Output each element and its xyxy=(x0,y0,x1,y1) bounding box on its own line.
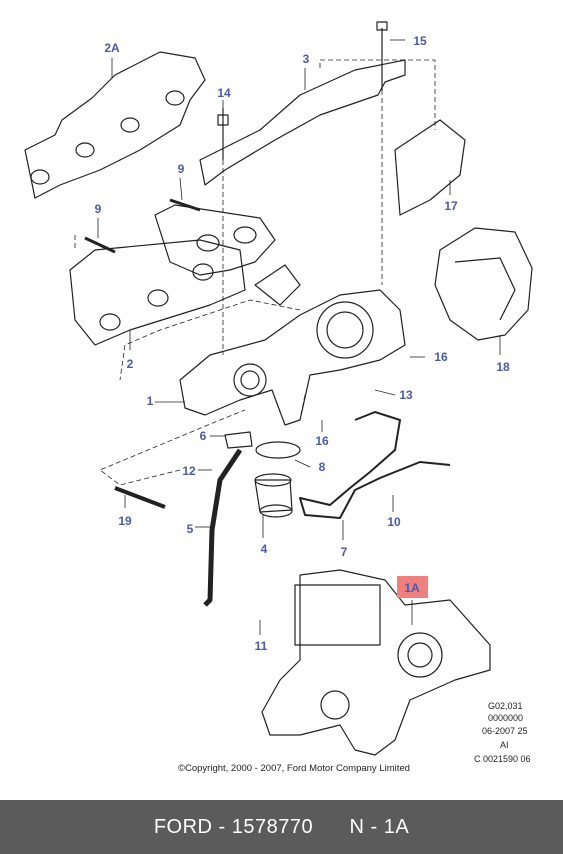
callout-10: 10 xyxy=(387,515,401,529)
heat-shield-17 xyxy=(394,119,466,216)
callout-13: 13 xyxy=(399,388,413,402)
drawing-info-line: C 0021590 06 xyxy=(474,754,531,764)
footer-position: N - 1A xyxy=(349,815,410,838)
callout-14: 14 xyxy=(217,86,231,100)
turbocharger-exploded-diagram: 2A 3 15 14 9 9 17 2 18 16 1 13 6 16 12 8 19 5 4 7 10 11 1A xyxy=(24,21,533,756)
drawing-info-line: G02,031 xyxy=(488,701,523,711)
callout-2a: 2A xyxy=(104,41,120,55)
callout-15: 15 xyxy=(413,34,427,48)
callout-1a: 1A xyxy=(404,581,420,595)
callout-4: 4 xyxy=(261,542,268,556)
turbocharger-1 xyxy=(179,289,406,426)
footer-part-number: 1578770 xyxy=(231,815,314,838)
callout-1a-highlight xyxy=(397,576,428,598)
gasket-6 xyxy=(224,431,253,449)
callout-11: 11 xyxy=(255,639,268,653)
callout-12: 12 xyxy=(182,464,196,478)
oil-feed-pipe-7 xyxy=(299,411,451,519)
callout-3: 3 xyxy=(303,52,310,66)
callout-16: 16 xyxy=(315,434,329,448)
callout-17: 17 xyxy=(444,199,458,213)
callout-9: 9 xyxy=(95,202,102,216)
callout-8: 8 xyxy=(319,460,326,474)
stud-9a xyxy=(169,198,201,212)
stud-9b xyxy=(84,236,116,254)
callout-1: 1 xyxy=(147,394,154,408)
callout-16: 16 xyxy=(434,350,448,364)
stud-19 xyxy=(114,486,166,509)
gasket-9-upper xyxy=(154,204,276,276)
oil-return-pipe-5 xyxy=(203,448,243,607)
callout-labels: 2A 3 15 14 9 9 17 2 18 16 1 13 6 16 12 8 19 5 4 7 10 11 1A xyxy=(95,34,510,653)
bracket-3 xyxy=(199,59,406,186)
heat-shield-18 xyxy=(434,227,533,341)
manifold-heat-shield-2a xyxy=(24,51,206,199)
copyright-text: ©Copyright, 2000 - 2007, Ford Motor Comp… xyxy=(178,763,410,774)
callout-19: 19 xyxy=(118,514,132,528)
drawing-info-line: 06-2007 25 xyxy=(482,726,528,736)
callout-7: 7 xyxy=(341,545,348,559)
callout-18: 18 xyxy=(496,360,510,374)
footer-bar: FORD - 1578770 N - 1A xyxy=(0,800,563,854)
callout-9: 9 xyxy=(178,162,185,176)
callout-2: 2 xyxy=(127,357,134,371)
footer-brand: FORD xyxy=(153,815,213,838)
footer-separator: - xyxy=(212,815,232,838)
footer-gap xyxy=(313,816,349,839)
drawing-info-line: 0000000 xyxy=(488,713,524,723)
callout-5: 5 xyxy=(187,522,194,536)
callout-6: 6 xyxy=(200,429,207,443)
drawing-info-line: AI xyxy=(500,740,509,750)
clamp-8 xyxy=(255,441,301,459)
gasket-2 xyxy=(69,239,246,346)
turbo-assembly-1a xyxy=(261,569,491,756)
